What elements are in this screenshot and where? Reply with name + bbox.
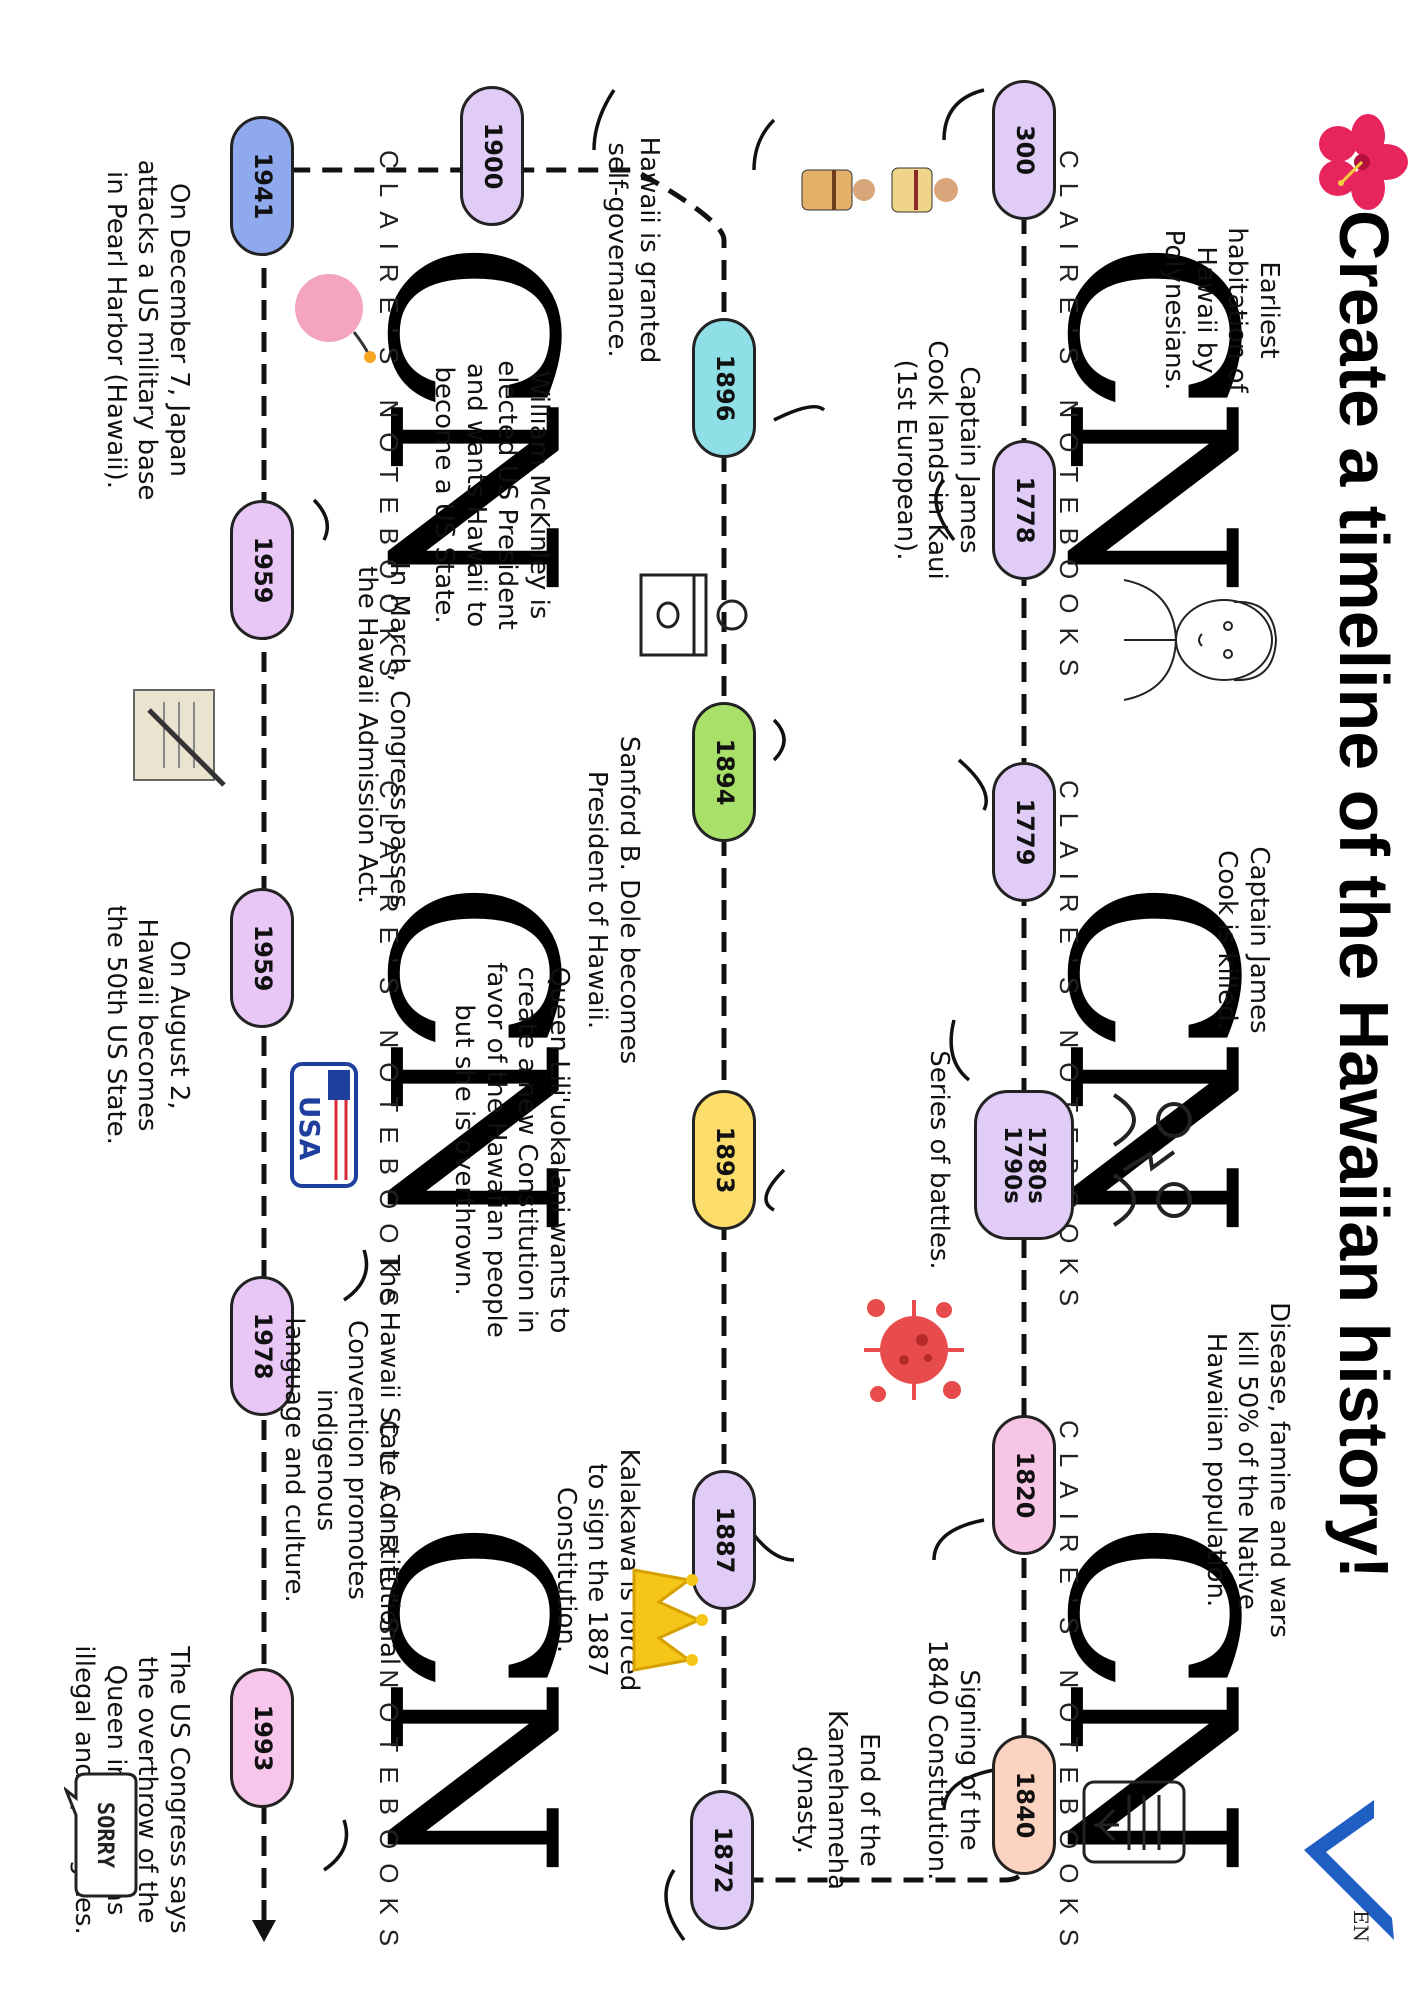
podium-speaker-icon xyxy=(634,560,754,670)
year-pill: 1894 xyxy=(692,702,756,842)
brand-mark: EN xyxy=(1349,1910,1373,1942)
year-pill: 1779 xyxy=(992,762,1056,902)
event-text: Hawaii is granted self-governance. xyxy=(602,136,664,364)
event-text: End of the Kamehameha dynasty. xyxy=(790,1710,884,1890)
year-pill: 1780s 1790s xyxy=(974,1090,1074,1240)
virus-icon xyxy=(854,1290,974,1410)
event-text: Captain James Cook lands in Kaui (1st Eu… xyxy=(890,340,984,580)
crown-icon xyxy=(614,1560,714,1680)
event-text: William McKinley is elected US President… xyxy=(428,360,554,630)
watermark-text: CLAIRE'S NOTEBOOKS xyxy=(1054,150,1084,691)
sorry-bubble-icon: SORRY xyxy=(62,1770,144,1900)
year-pill: 1778 xyxy=(992,440,1056,580)
event-text: Series of battles. xyxy=(924,1050,954,1270)
polynesian-couple-icon xyxy=(794,130,964,250)
year-pill: 1893 xyxy=(692,1090,756,1230)
usa-badge-icon: USA xyxy=(284,1060,364,1190)
captain-cook-portrait-icon xyxy=(1123,560,1294,720)
year-pill: 1896 xyxy=(692,318,756,458)
event-text: In March, Congress passes the Hawaii Adm… xyxy=(352,562,414,908)
event-text: Sanford B. Dole becomes President of Haw… xyxy=(582,735,644,1065)
event-text: Captain James Cook is killed. xyxy=(1212,846,1274,1034)
year-pill: 1941 xyxy=(230,116,294,256)
hibiscus-icon xyxy=(1318,112,1408,212)
battle-icon xyxy=(1084,1090,1204,1230)
constitution-scroll-icon xyxy=(1074,1770,1194,1880)
usa-badge-text: USA xyxy=(293,1096,326,1161)
year-pill: 1900 xyxy=(460,86,524,226)
event-text: Disease, famine and wars kill 50% of the… xyxy=(1200,1302,1294,1638)
brand-logo-icon: EN xyxy=(1294,1790,1404,1950)
year-pill: 1872 xyxy=(690,1790,754,1930)
event-text: The Hawaii State Constitutional Conventi… xyxy=(278,1254,404,1666)
year-pill: 1959 xyxy=(230,500,294,640)
bomb-icon xyxy=(284,260,384,370)
sorry-text: SORRY xyxy=(92,1802,117,1869)
watermark-text: CLAIRE'S NOTEBOOKS xyxy=(1054,780,1084,1321)
quill-document-icon xyxy=(124,680,234,800)
year-pill: 1959 xyxy=(230,888,294,1028)
event-text: On August 2, Hawaii becomes the 50th US … xyxy=(100,905,194,1145)
event-text: Signing of the 1840 Constitution. xyxy=(922,1639,984,1881)
event-text: On December 7, Japan attacks a US milita… xyxy=(100,159,194,501)
year-pill: 1993 xyxy=(230,1668,294,1808)
event-text: Queen Lili'uokalani wants to create a ne… xyxy=(448,962,574,1338)
event-text: Earliest habitation of Hawaii by Polynes… xyxy=(1158,227,1284,393)
year-pill: 1820 xyxy=(992,1415,1056,1555)
year-pill: 1840 xyxy=(992,1735,1056,1875)
year-pill: 300 xyxy=(992,80,1056,220)
